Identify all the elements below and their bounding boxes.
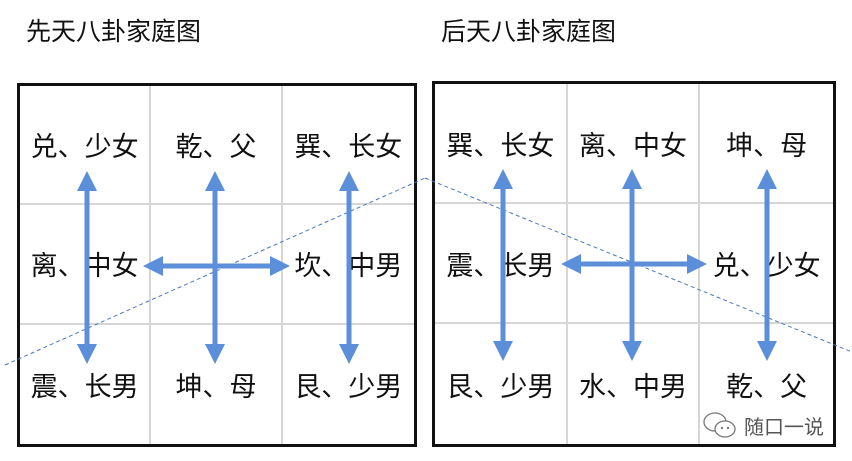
right-cell-7: 水、中男 <box>568 324 701 444</box>
right-cell-2: 坤、母 <box>700 84 833 204</box>
right-title: 后天八卦家庭图 <box>441 17 617 46</box>
left-cell-6: 震、长男 <box>20 324 152 444</box>
left-cell-1: 乾、父 <box>151 86 283 206</box>
right-cell-8: 乾、父 <box>726 371 808 403</box>
watermark-text: 随口一说 <box>744 414 824 439</box>
wechat-icon <box>703 412 736 438</box>
left-title: 先天八卦家庭图 <box>26 17 202 46</box>
left-cell-7: 坤、母 <box>151 324 283 444</box>
left-cell-8: 艮、少男 <box>294 371 403 403</box>
watermark: 随口一说 <box>700 410 824 440</box>
right-cell-6: 艮、少男 <box>435 324 568 444</box>
